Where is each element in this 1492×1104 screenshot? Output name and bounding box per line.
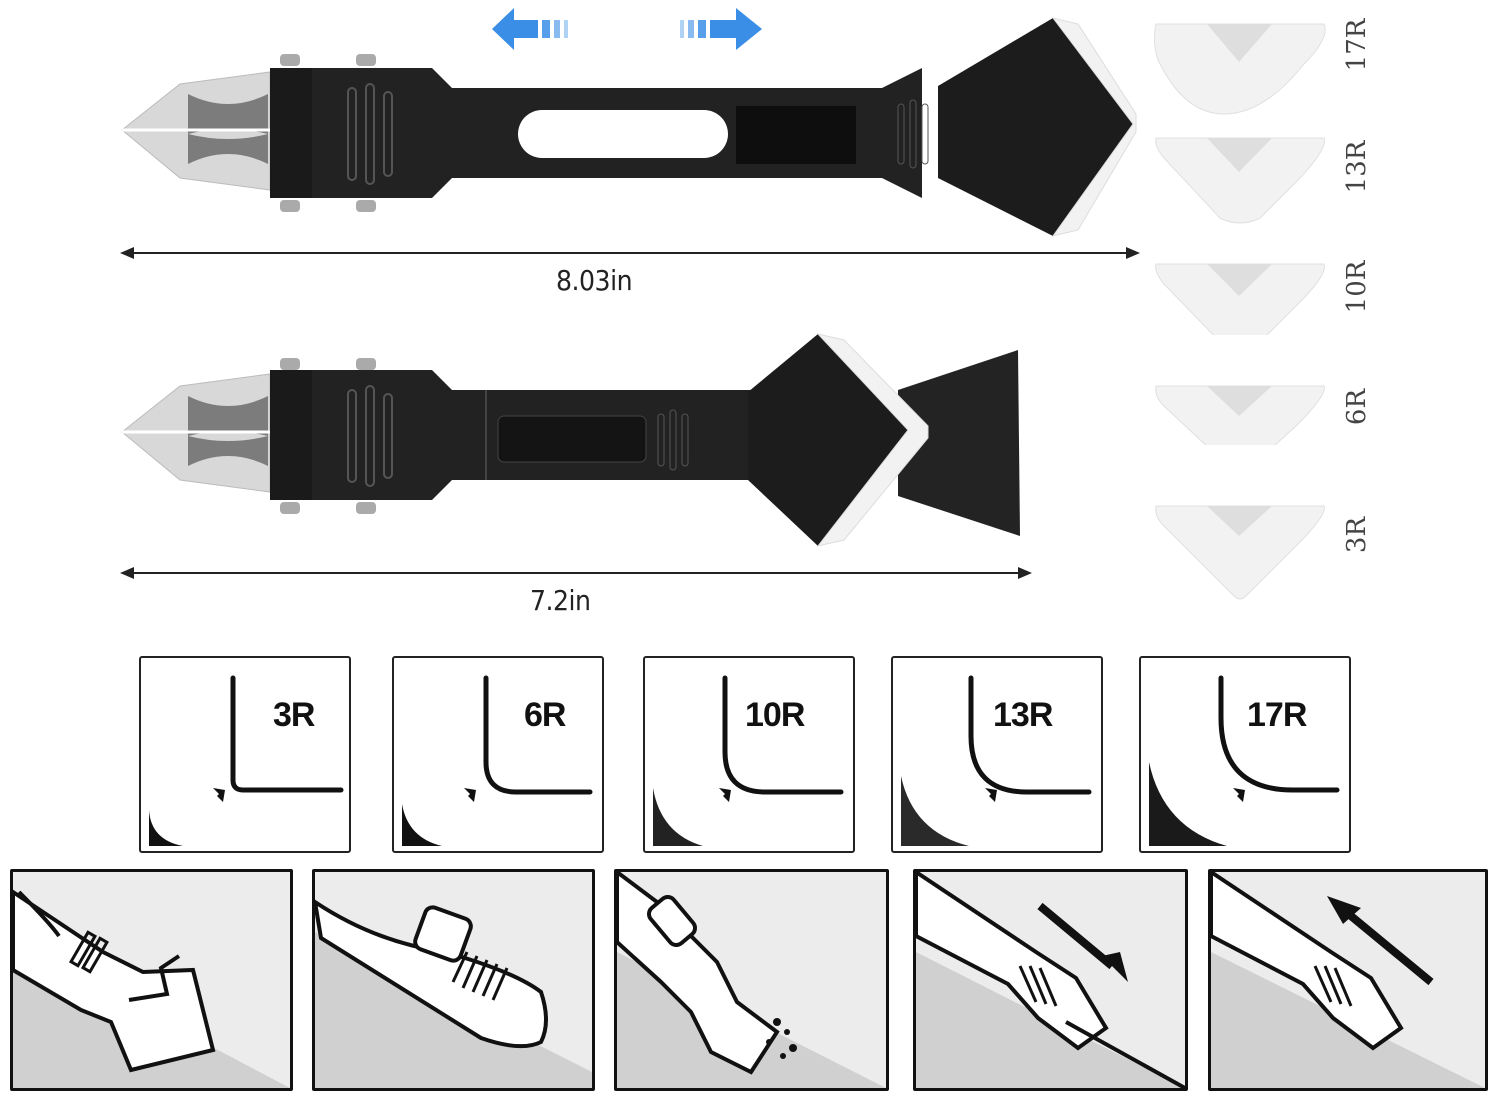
tip-17r	[1152, 14, 1327, 119]
extend-direction-arrows	[490, 6, 765, 52]
radius-label-13r: 13R	[993, 696, 1053, 734]
extended-length-dimension-line	[120, 246, 1140, 260]
arrow-down-right-icon	[1037, 902, 1128, 982]
usage-step-2	[312, 869, 595, 1091]
extended-tool-image	[118, 14, 1138, 244]
radius-label-3r: 3R	[273, 696, 315, 734]
retracted-length-dimension-line	[120, 566, 1032, 580]
extended-length-label: 8.03in	[556, 264, 633, 297]
retracted-length-label: 7.2in	[530, 584, 591, 617]
radius-label-17r: 17R	[1247, 696, 1307, 734]
tip-label-6r: 6R	[1342, 388, 1372, 426]
radius-diagram-3r: 3R	[139, 656, 351, 853]
usage-step-1	[10, 869, 293, 1091]
usage-step-4-push	[913, 869, 1188, 1091]
tip-3r	[1152, 496, 1327, 608]
radius-diagram-10r: 10R	[643, 656, 855, 853]
radius-diagram-6r: 6R	[392, 656, 604, 853]
tip-6r	[1152, 340, 1327, 471]
radius-label-10r: 10R	[745, 696, 805, 734]
tip-label-13r: 13R	[1342, 140, 1372, 194]
retracted-tool-image	[118, 330, 1028, 560]
tip-13r	[1152, 124, 1327, 229]
radius-label-6r: 6R	[524, 696, 566, 734]
tip-10r	[1152, 230, 1327, 351]
usage-step-5-pull	[1208, 869, 1488, 1091]
arrow-up-left-icon	[1327, 896, 1434, 986]
tip-label-10r: 10R	[1342, 260, 1372, 314]
radius-diagram-17r: 17R	[1139, 656, 1351, 853]
tip-label-17r: 17R	[1342, 18, 1372, 72]
arrow-left-icon	[492, 8, 762, 50]
radius-diagram-13r: 13R	[891, 656, 1103, 853]
usage-step-3	[614, 869, 889, 1091]
tip-label-3r: 3R	[1342, 516, 1372, 554]
